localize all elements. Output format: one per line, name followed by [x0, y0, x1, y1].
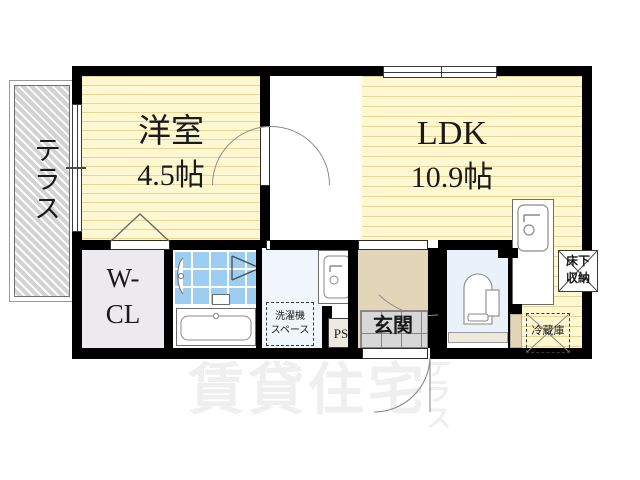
western-room-size: 4.5帖	[137, 159, 205, 192]
bathtub-basin-icon	[180, 312, 252, 341]
bathroom-mirror	[212, 294, 230, 305]
refrigerator-space	[526, 313, 570, 353]
wcl-folding-door[interactable]	[110, 240, 170, 250]
watermark-text: 賃貸住宅	[188, 360, 428, 422]
wall-bottom-right	[430, 348, 592, 359]
terrace-label: テラス	[30, 136, 60, 223]
washing-machine-label-line1: 洗濯機	[275, 311, 305, 322]
under-floor-storage-x-mark	[558, 250, 598, 292]
ps-label: PS	[333, 326, 349, 341]
washing-machine-space	[266, 302, 314, 346]
watermark-text-secondary: テラス	[422, 352, 451, 430]
entrance-floor	[360, 310, 428, 348]
walk-in-closet-floor	[82, 250, 164, 348]
toilet-door-opening[interactable]	[448, 332, 508, 343]
terrace-door-mullion	[66, 167, 86, 169]
wcl-folding-door-symbol	[110, 213, 170, 242]
western-room-label: 洋室	[138, 114, 204, 150]
washing-machine-label-line2: スペース	[270, 325, 310, 336]
column-beige	[510, 314, 522, 348]
western-room-floor	[82, 76, 260, 240]
wall-wcl-bathroom	[164, 250, 173, 348]
wcl-label-line2: CL	[105, 299, 141, 329]
entrance-door[interactable]	[362, 348, 428, 359]
wall-top	[72, 66, 592, 76]
refrigerator-label: 冷蔵庫	[531, 325, 565, 337]
wall-bedroom-right-lower	[260, 186, 270, 248]
wall-left-upper	[72, 66, 82, 104]
bedroom-door-opening[interactable]	[260, 126, 270, 186]
wall-kitchen-stub	[498, 248, 518, 258]
washroom-floor	[260, 250, 322, 348]
refrigerator-space-x-mark	[526, 313, 570, 353]
wall-ldk-bottom-left	[270, 240, 358, 250]
wall-ldk-bottom-right	[438, 240, 520, 250]
wall-toilet-left	[438, 248, 447, 348]
wall-ps-block	[322, 306, 332, 348]
under-floor-storage-label-line1: 床下	[565, 254, 590, 268]
wall-bedroom-right	[260, 66, 270, 126]
entrance-label: 玄関	[373, 315, 413, 337]
wcl-label-line1: W-	[106, 263, 140, 293]
wall-kitchen-stub-lower	[508, 304, 522, 314]
kitchen-sink-icon	[517, 204, 549, 252]
ldk-window[interactable]	[383, 66, 497, 78]
ldk-label: LDK	[417, 115, 487, 152]
terrace-area	[14, 85, 70, 297]
wall-left-lower	[72, 232, 82, 359]
wall-right	[582, 66, 592, 359]
wall-bedroom-bottom	[82, 240, 260, 250]
wall-hall-left	[348, 248, 358, 348]
under-floor-storage-label-line2: 収納	[565, 271, 590, 285]
wall-washroom-left	[256, 248, 262, 348]
ldk-size: 10.9帖	[410, 161, 494, 194]
wall-bottom-left	[72, 348, 362, 359]
toilet-fixture-icon	[463, 273, 500, 325]
shower-fitting-icon	[177, 257, 184, 295]
entrance-door-swing	[373, 357, 431, 413]
